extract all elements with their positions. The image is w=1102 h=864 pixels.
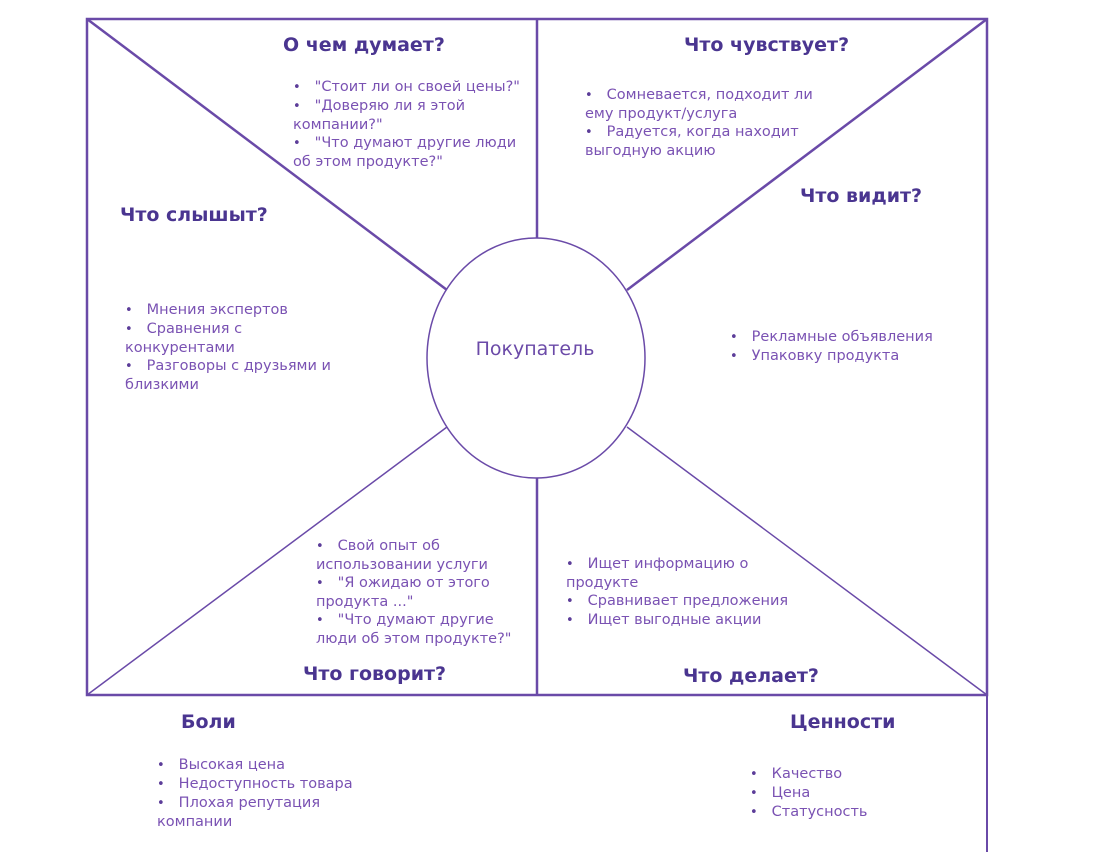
- list-item: Рекламные объявления: [730, 328, 970, 347]
- values-list: Качество Цена Статусность: [750, 765, 930, 822]
- thinks-list: "Стоит ли он своей цены?" "Доверяю ли я …: [293, 78, 523, 171]
- list-item: Упаковку продукта: [730, 347, 970, 366]
- hears-list: Мнения экспертов Сравнения с конкурентам…: [125, 301, 340, 394]
- list-item: Сомневается, подходит ли ему продукт/усл…: [585, 86, 815, 123]
- thinks-title: О чем думает?: [283, 34, 445, 56]
- pains-list: Высокая цена Недоступность товара Плохая…: [157, 756, 367, 831]
- says-title: Что говорит?: [303, 663, 447, 685]
- list-item: Ищет информацию о продукте: [566, 555, 791, 592]
- sees-list: Рекламные объявления Упаковку продукта: [730, 328, 970, 366]
- feels-list: Сомневается, подходит ли ему продукт/усл…: [585, 86, 815, 160]
- hears-title: Что слышыт?: [120, 204, 268, 226]
- pains-title: Боли: [181, 711, 236, 733]
- list-item: Сравнивает предложения: [566, 592, 791, 611]
- list-item: Свой опыт об использовании услуги: [316, 537, 531, 574]
- list-item: Радуется, когда находит выгодную акцию: [585, 123, 815, 160]
- list-item: Сравнения с конкурентами: [125, 320, 340, 357]
- feels-title: Что чувствует?: [684, 34, 850, 56]
- diagonal-bottom-right: [626, 426, 988, 696]
- center-circle: [426, 237, 646, 479]
- list-item: "Доверяю ли я этой компании?": [293, 97, 523, 134]
- list-item: Статусность: [750, 803, 930, 822]
- list-item: "Я ожидаю от этого продукта ...": [316, 574, 531, 611]
- center-label: Покупатель: [475, 338, 595, 360]
- says-list: Свой опыт об использовании услуги "Я ожи…: [316, 537, 531, 648]
- list-item: Цена: [750, 784, 930, 803]
- does-title: Что делает?: [683, 665, 819, 687]
- does-list: Ищет информацию о продукте Сравнивает пр…: [566, 555, 791, 630]
- list-item: Высокая цена: [157, 756, 367, 775]
- list-item: Ищет выгодные акции: [566, 611, 791, 630]
- list-item: "Стоит ли он своей цены?": [293, 78, 523, 97]
- diagonal-bottom-left: [86, 426, 448, 696]
- list-item: Мнения экспертов: [125, 301, 340, 320]
- list-item: "Что думают другие люди об этом продукте…: [293, 134, 523, 171]
- list-item: Качество: [750, 765, 930, 784]
- diagonal-top-left: [86, 18, 448, 291]
- list-item: "Что думают другие люди об этом продукте…: [316, 611, 531, 648]
- list-item: Недоступность товара: [157, 775, 367, 794]
- values-title: Ценности: [790, 711, 896, 733]
- list-item: Разговоры с друзьями и близкими: [125, 357, 340, 394]
- list-item: Плохая репутация компании: [157, 794, 367, 831]
- sees-title: Что видит?: [800, 185, 923, 207]
